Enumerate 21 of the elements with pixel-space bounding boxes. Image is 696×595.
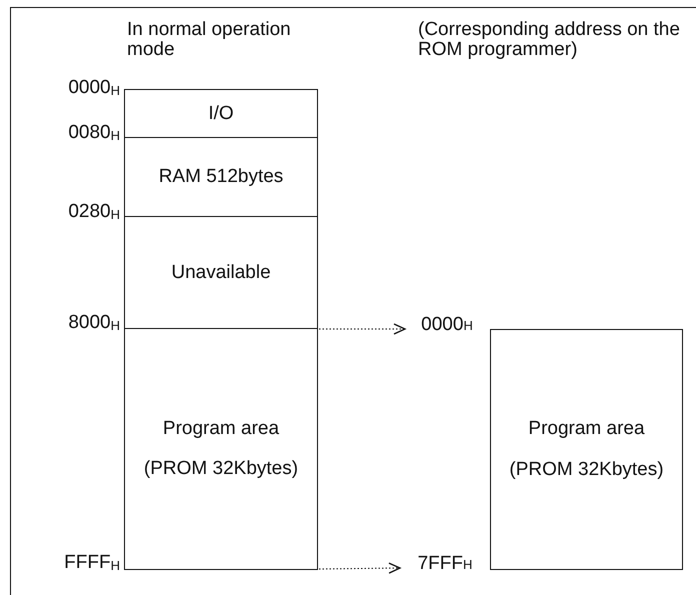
column-heading: (Corresponding address on the ROM programmer): [418, 20, 681, 60]
address-label: 0000$_{H}$: [68, 77, 120, 99]
block-size-note: (PROM 32Kbytes): [509, 458, 664, 481]
memory-block: [124, 89, 318, 138]
address-label: 0280$_{H}$: [68, 201, 120, 223]
block-label: RAM 512bytes: [158, 166, 284, 188]
address-label: 0080$_{H}$: [68, 122, 120, 144]
block-label: Unavailable: [171, 262, 271, 284]
mapping-arrow: [318, 323, 406, 335]
block-size-note: (PROM 32Kbytes): [144, 458, 298, 480]
address-label: 8000$_{H}$: [68, 312, 120, 334]
memory-block: [124, 216, 318, 329]
column-heading: In normal operation mode: [127, 20, 292, 60]
mapping-arrow: [318, 562, 401, 574]
block-label: Program area: [528, 418, 645, 440]
block-label: Program area: [162, 418, 280, 440]
address-label: FFFF$_{H}$: [64, 552, 120, 574]
memory-block: [124, 328, 318, 570]
block-label: I/O: [208, 102, 234, 124]
memory-block: [124, 137, 318, 217]
memory-block: [490, 329, 683, 570]
